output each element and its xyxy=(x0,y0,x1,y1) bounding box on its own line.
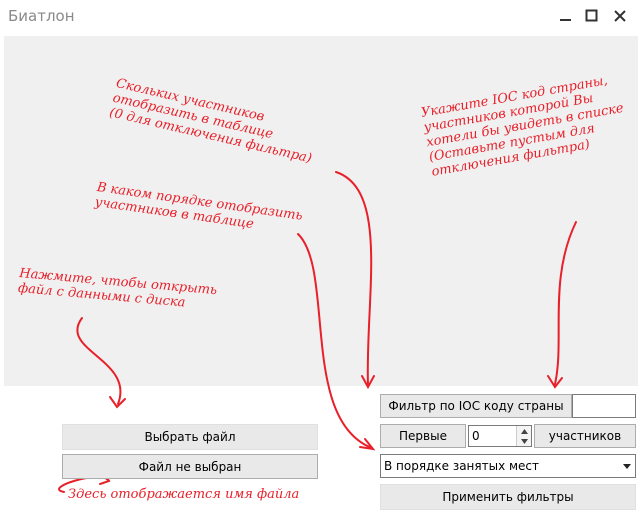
stepper-up-icon[interactable] xyxy=(517,426,531,436)
sort-order-value: В порядке занятых мест xyxy=(384,459,540,473)
minimize-icon[interactable] xyxy=(557,7,575,25)
choose-file-button[interactable]: Выбрать файл xyxy=(62,424,318,450)
apply-filters-button[interactable]: Применить фильтры xyxy=(380,484,636,510)
first-n-label: Первые xyxy=(380,424,466,448)
maximize-icon[interactable] xyxy=(583,7,601,25)
participant-count-stepper[interactable]: 0 xyxy=(468,425,532,447)
title-bar: Биатлон xyxy=(0,0,640,32)
stepper-buttons xyxy=(516,426,531,446)
file-status-button[interactable]: Файл не выбран xyxy=(62,454,318,479)
chevron-down-icon[interactable] xyxy=(619,455,635,477)
annotation-filename: Здесь отображается имя файла xyxy=(68,487,300,502)
stepper-down-icon[interactable] xyxy=(517,436,531,446)
sort-order-select[interactable]: В порядке занятых мест xyxy=(380,454,636,478)
window-title: Биатлон xyxy=(8,7,75,25)
ioc-filter-button[interactable]: Фильтр по IOC коду страны xyxy=(380,394,572,418)
participants-suffix-label: участников xyxy=(534,424,636,448)
close-icon[interactable] xyxy=(611,7,629,25)
ioc-code-input[interactable] xyxy=(572,394,636,418)
participant-count-value: 0 xyxy=(472,429,480,443)
